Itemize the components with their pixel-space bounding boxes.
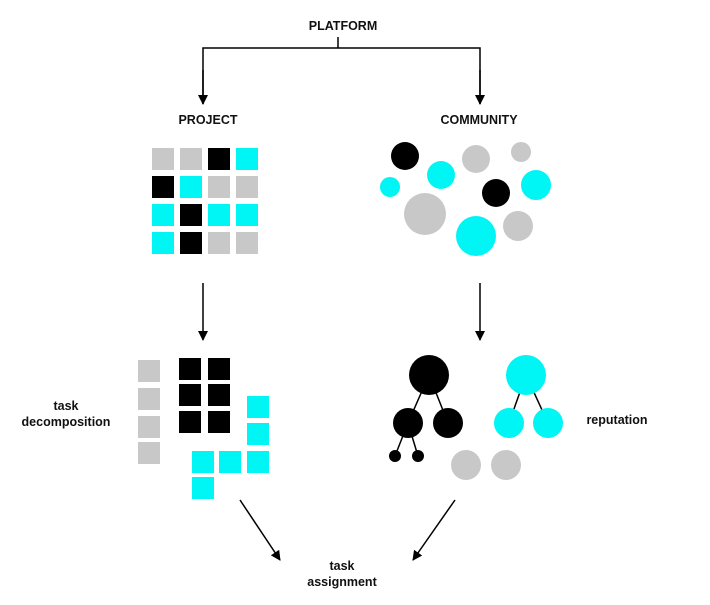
task-assignment-label: task assignment	[292, 558, 392, 590]
decomposition-block-a3	[138, 416, 160, 438]
black-tree-leaf-node-1	[389, 450, 401, 462]
community-member-circle-1	[391, 142, 419, 170]
project-grid-cell-r3-c4	[236, 204, 258, 226]
project-grid-cell-r3-c3	[208, 204, 230, 226]
decomposition-block-c3	[192, 451, 214, 473]
community-member-circle-2	[427, 161, 455, 189]
decomposition-block-a2	[138, 388, 160, 410]
community-member-circle-5	[380, 177, 400, 197]
decomposition-block-c2	[247, 423, 269, 445]
task-decomposition-line-1: task	[53, 399, 79, 413]
community-member-circle-9	[456, 216, 496, 256]
decomposition-block-a4	[138, 442, 160, 464]
project-grid-cell-r2-c2	[180, 176, 202, 198]
black-tree-root-node	[409, 355, 449, 395]
project-grid-cell-r1-c4	[236, 148, 258, 170]
project-grid-cell-r2-c4	[236, 176, 258, 198]
task-assignment-line-2: assignment	[307, 575, 377, 589]
project-grid-cell-r2-c3	[208, 176, 230, 198]
black-tree-child-node-2	[433, 408, 463, 438]
gray-node-1	[451, 450, 481, 480]
cyan-tree-child-node-2	[533, 408, 563, 438]
project-grid-cell-r4-c3	[208, 232, 230, 254]
project-grid-cell-r2-c1	[152, 176, 174, 198]
project-label: PROJECT	[178, 113, 238, 127]
decomposition-block-c5	[247, 451, 269, 473]
gray-node-2	[491, 450, 521, 480]
cyan-tree-root-node	[506, 355, 546, 395]
community-label: COMMUNITY	[440, 113, 518, 127]
arrow-reputation-to-assignment	[412, 499, 456, 561]
project-grid-cell-r1-c1	[152, 148, 174, 170]
decomposition-block-b1	[179, 358, 201, 380]
decomposition-block-a1	[138, 360, 160, 382]
project-grid-cell-r4-c4	[236, 232, 258, 254]
community-member-circle-8	[404, 193, 446, 235]
decomposition-block-b4	[208, 384, 230, 406]
decomposition-block-b6	[208, 411, 230, 433]
platform-branch-line	[202, 47, 481, 104]
decomposition-block-c6	[192, 477, 214, 499]
black-tree-child-node-1	[393, 408, 423, 438]
platform-label: PLATFORM	[308, 19, 378, 33]
decomposition-block-b2	[208, 358, 230, 380]
decomposition-block-b3	[179, 384, 201, 406]
community-member-circle-3	[462, 145, 490, 173]
task-assignment-line-1: task	[329, 559, 355, 573]
decomposition-block-c1	[247, 396, 269, 418]
project-grid-cell-r1-c2	[180, 148, 202, 170]
community-member-circle-6	[482, 179, 510, 207]
community-member-circle-4	[511, 142, 531, 162]
reputation-label: reputation	[586, 413, 648, 427]
community-member-circle-10	[503, 211, 533, 241]
arrow-decomposition-to-assignment	[239, 499, 281, 561]
project-grid-cell-r1-c3	[208, 148, 230, 170]
black-tree-leaf-node-2	[412, 450, 424, 462]
decomposition-block-c4	[219, 451, 241, 473]
community-member-circle-7	[521, 170, 551, 200]
cyan-tree-child-node-1	[494, 408, 524, 438]
decomposition-block-b5	[179, 411, 201, 433]
project-grid-cell-r4-c1	[152, 232, 174, 254]
project-grid-cell-r3-c2	[180, 204, 202, 226]
task-decomposition-line-2: decomposition	[21, 415, 111, 429]
task-decomposition-label: task decomposition	[6, 398, 126, 430]
project-grid-cell-r3-c1	[152, 204, 174, 226]
project-grid-cell-r4-c2	[180, 232, 202, 254]
